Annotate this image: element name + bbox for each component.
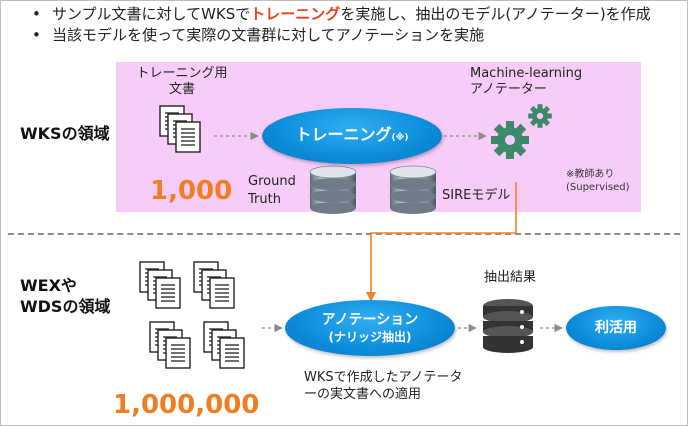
orange-connector — [370, 182, 517, 298]
ml-annotator-label-line1: Machine-learning — [470, 66, 583, 81]
annotation-oval: アノテーション (ナリッジ抽出) — [285, 300, 455, 356]
supervised-note-line1: ※教師あり — [566, 169, 615, 180]
ground-truth-database-icon — [310, 166, 356, 214]
orange-connector-arrowhead — [366, 292, 376, 302]
sire-model-label: SIREモデル — [442, 188, 511, 203]
annotation-caption-line2: ーの実文書への適用 — [304, 387, 422, 402]
ground-truth-label-line2: Truth — [248, 192, 281, 207]
bullet-2: 当該モデルを使って実際の文書群に対してアノテーションを実施 — [30, 25, 651, 46]
use-oval: 利活用 — [566, 306, 666, 350]
wex-region-label-line2: WDSの領域 — [20, 297, 111, 316]
bullet-1-text: サンプル文書に対してWKSで — [52, 5, 251, 23]
production-docs-count: 1,000,000 — [113, 390, 260, 420]
gear-icon — [491, 104, 552, 159]
ground-truth-label-line1: Ground — [248, 174, 296, 189]
bullet-1: サンプル文書に対してWKSでトレーニングを実施し、抽出のモデル(アノテーター)を… — [30, 4, 651, 25]
supervised-note-line2: (Supervised) — [566, 182, 630, 193]
annotation-caption-line1: WKSで作成したアノテータ — [304, 370, 463, 385]
wks-region-label: WKSの領域 — [20, 124, 110, 143]
bullet-1-highlight: トレーニング — [250, 5, 341, 23]
production-docs-icon — [140, 262, 244, 368]
bullet-1-text-end: を実施し、抽出のモデル(アノテーター)を作成 — [340, 5, 651, 23]
region-divider — [8, 233, 680, 235]
wex-region-label-line1: WEXや — [20, 276, 77, 295]
annotation-oval-sublabel: (ナリッジ抽出) — [328, 330, 412, 344]
training-oval: トレーニング(※) — [262, 108, 442, 164]
annotation-oval-label: アノテーション — [321, 312, 419, 328]
ml-annotator-label-line2: アノテーター — [470, 82, 547, 97]
results-server-icon — [483, 299, 533, 353]
sire-model-database-icon — [390, 166, 436, 214]
training-docs-icon — [160, 106, 200, 152]
training-oval-note-mark: (※) — [391, 132, 409, 143]
training-docs-count: 1,000 — [150, 176, 233, 206]
results-label: 抽出結果 — [484, 270, 537, 285]
header-bullets: サンプル文書に対してWKSでトレーニングを実施し、抽出のモデル(アノテーター)を… — [30, 4, 651, 46]
use-oval-label: 利活用 — [595, 320, 637, 336]
bullet-2-text: 当該モデルを使って実際の文書群に対してアノテーションを実施 — [52, 26, 485, 44]
training-docs-label-line1: トレーニング用 — [136, 66, 228, 81]
training-docs-label-line2: 文書 — [168, 82, 195, 97]
training-oval-label: トレーニング — [295, 124, 392, 144]
